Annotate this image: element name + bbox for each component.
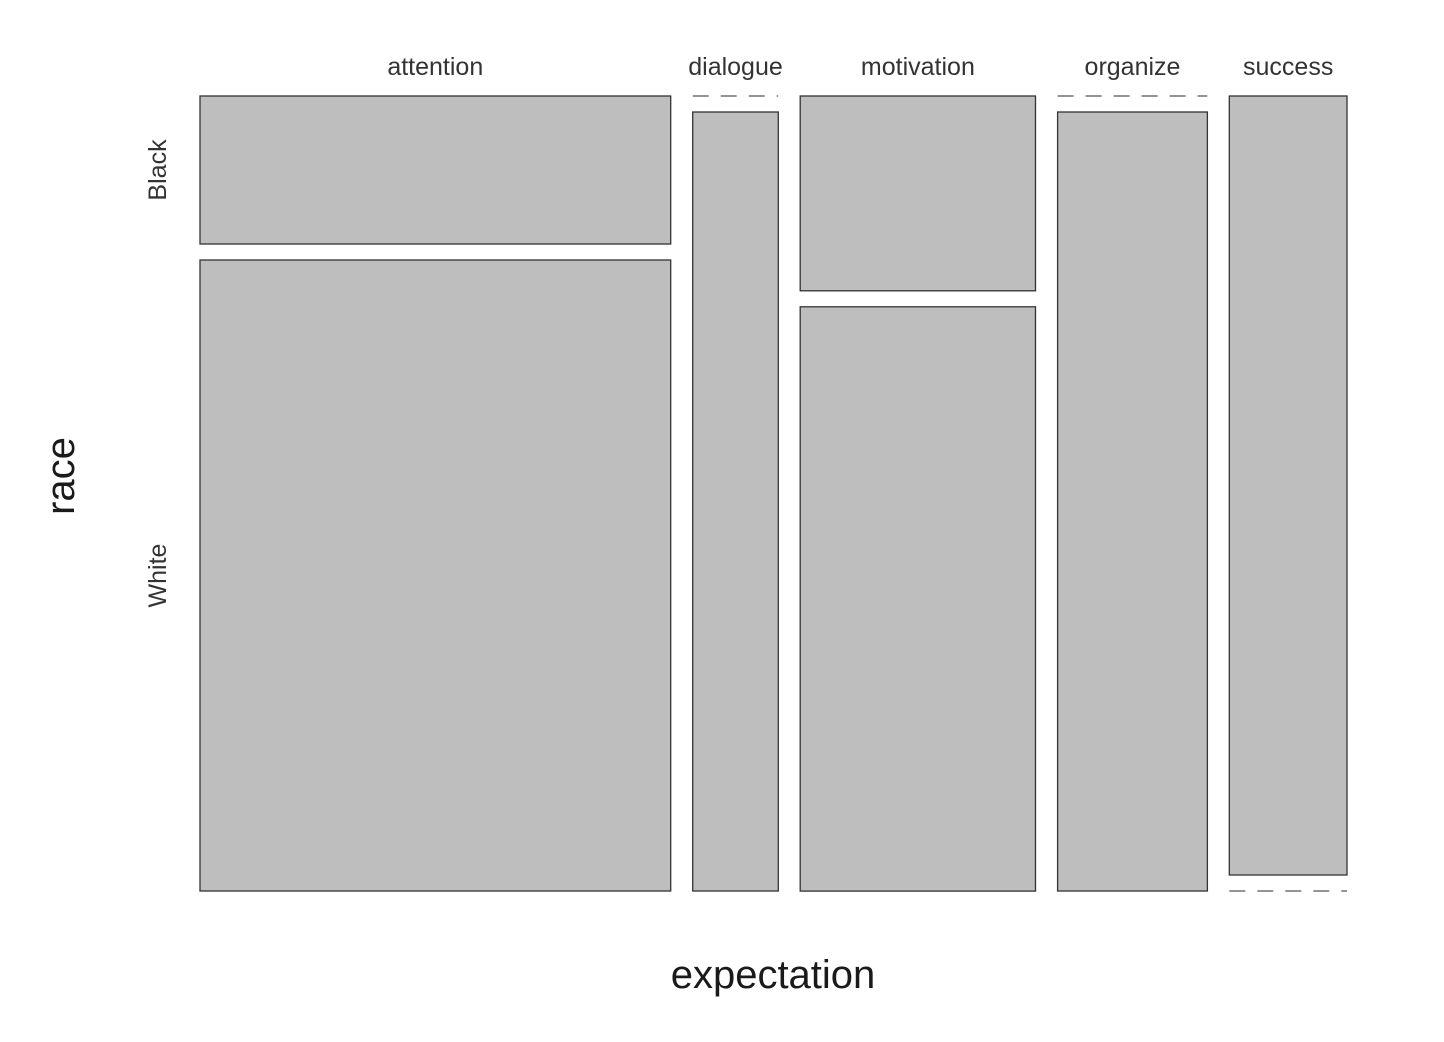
column-label-motivation: motivation <box>861 53 975 81</box>
tile-attention-black <box>199 95 672 245</box>
x-axis-title: expectation <box>671 953 876 997</box>
column-label-dialogue: dialogue <box>688 53 783 81</box>
row-label-white: White <box>144 544 172 608</box>
column-label-attention: attention <box>387 53 483 81</box>
y-axis-title: race <box>39 437 83 515</box>
tile-attention-white <box>199 259 672 892</box>
column-label-organize: organize <box>1085 53 1181 81</box>
tile-organize-white <box>1056 111 1209 892</box>
column-label-success: success <box>1243 53 1333 81</box>
column-labels: attention dialogue motivation organize succe… <box>387 53 1333 81</box>
tile-motivation-white <box>799 306 1037 892</box>
mosaic-tiles <box>199 95 1348 892</box>
tile-success-black <box>1228 95 1348 876</box>
tile-dialogue-white <box>692 111 779 892</box>
row-label-black: Black <box>144 139 172 201</box>
tile-motivation-black <box>799 95 1037 292</box>
